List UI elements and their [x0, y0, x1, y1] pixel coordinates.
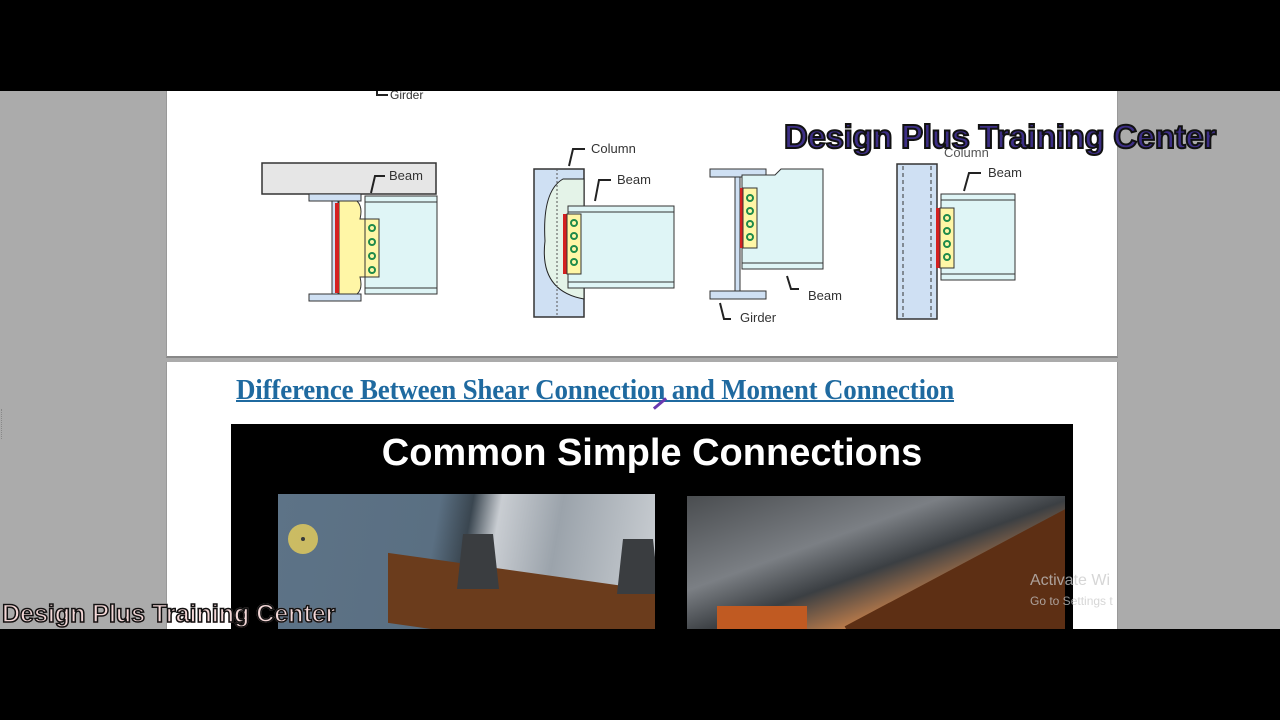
diagram-beam-to-column-flange: Column Beam	[896, 145, 1022, 320]
girder-label-top: Girder	[375, 91, 423, 102]
slide-title: Common Simple Connections	[381, 432, 923, 474]
svg-text:Girder: Girder	[740, 310, 777, 325]
diagram-beam-to-girder-1: Beam	[261, 162, 438, 302]
section-heading-link[interactable]: Difference Between Shear Connection and …	[236, 374, 955, 406]
watermark-bottom-left: Design Plus Training Center	[1, 599, 336, 629]
svg-text:Beam: Beam	[808, 288, 842, 303]
slide-image: Common Simple Connections	[231, 424, 1073, 629]
diagram-beam-to-girder-2: Beam Girder	[709, 168, 842, 325]
svg-text:Column: Column	[591, 141, 636, 156]
windows-activation-notice: Activate Wi Go to Settings t	[1030, 572, 1113, 608]
document-page-2: Difference Between Shear Connection and …	[166, 362, 1118, 629]
svg-text:Beam: Beam	[988, 165, 1022, 180]
photo-deck-underside	[687, 496, 1065, 629]
activation-title: Activate Wi	[1030, 572, 1111, 589]
label-beam-1: Beam	[389, 168, 423, 183]
document-page-1: Girder Beam	[166, 91, 1118, 358]
activation-subtitle[interactable]: Go to Settings t	[1030, 594, 1113, 608]
cursor-highlight-icon	[288, 524, 318, 554]
connection-diagrams: Beam Column Beam	[261, 141, 1022, 325]
svg-text:Column: Column	[944, 145, 989, 160]
photo-deck-on-beam	[278, 494, 655, 629]
svg-text:Beam: Beam	[617, 172, 651, 187]
diagram-beam-to-column-web: Column Beam	[533, 141, 675, 318]
document-viewer[interactable]: Girder Beam	[0, 91, 1280, 629]
watermark-top-right: Design Plus Training Center	[783, 117, 1217, 156]
scroll-indicator[interactable]	[1, 409, 6, 439]
